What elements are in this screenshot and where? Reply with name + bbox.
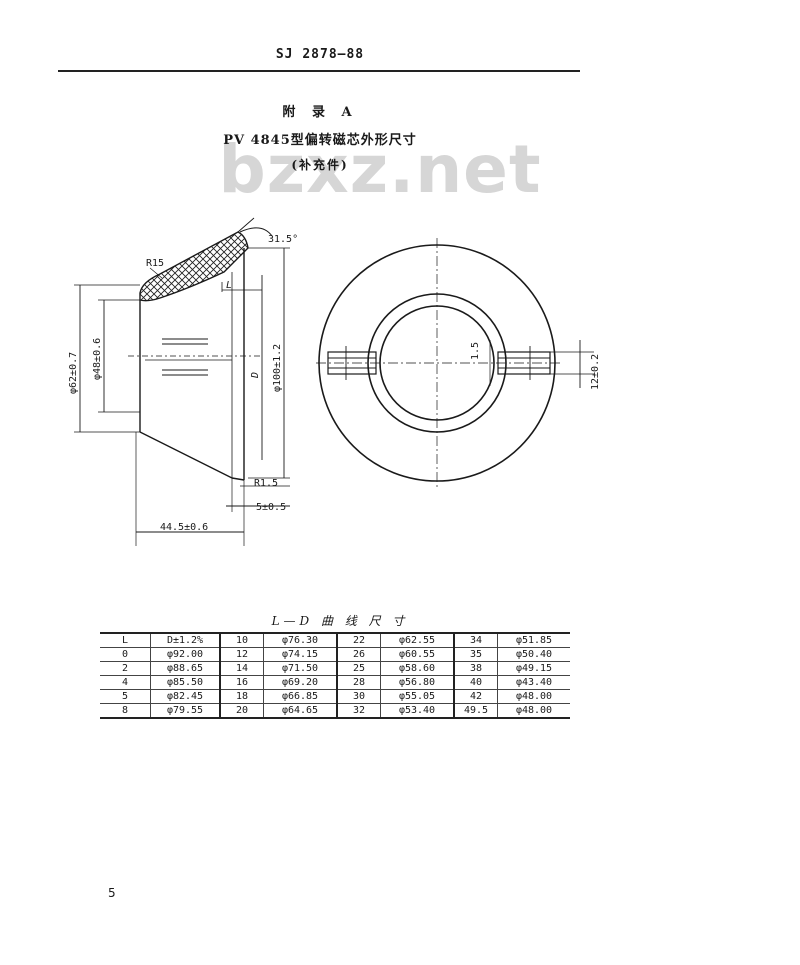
- table-cell: φ69.20: [263, 675, 338, 690]
- side-view-labels: 31.5° R15 L D φ62±0.7 φ48±0.6 φ100±1.2 R…: [68, 234, 298, 533]
- side-view: [74, 217, 290, 546]
- table-cell: 40: [453, 675, 498, 690]
- table-row: 8 φ79.55 20 φ64.65 32 φ53.40 49.5 φ48.00: [100, 703, 570, 718]
- table-cell: 28: [336, 675, 381, 690]
- table-cell: φ82.45: [150, 689, 221, 704]
- table-cell: 38: [453, 661, 498, 676]
- l-label: L: [226, 280, 232, 291]
- length-label: 44.5±0.6: [160, 522, 208, 533]
- table-cell: 18: [219, 689, 264, 704]
- table-cell: 5: [100, 689, 151, 704]
- table-cell: φ79.55: [150, 703, 221, 718]
- table-cell: 32: [336, 703, 381, 718]
- table-cell: 22: [336, 633, 381, 648]
- table-cell: φ51.85: [497, 633, 570, 648]
- table-cell: φ55.05: [380, 689, 455, 704]
- r1-5-label: R1.5: [254, 478, 278, 489]
- table-cell: φ64.65: [263, 703, 338, 718]
- document-subtitle: (补充件): [291, 158, 349, 172]
- table-caption: L—D 曲 线 尺 寸: [271, 614, 409, 628]
- table-cell: 34: [453, 633, 498, 648]
- gap-label: 12±0.2: [590, 354, 601, 390]
- document-title: PV 4845型偏转磁芯外形尺寸: [223, 133, 417, 148]
- table-row: 5 φ82.45 18 φ66.85 30 φ55.05 42 φ48.00: [100, 689, 570, 704]
- phi100-label: φ100±1.2: [272, 344, 283, 392]
- table-cell: D±1.2%: [150, 633, 221, 648]
- r15-label: R15: [146, 258, 164, 269]
- d-label: D: [250, 372, 261, 379]
- table-cell: φ85.50: [150, 675, 221, 690]
- table-cell: φ43.40: [497, 675, 570, 690]
- table-cell: 35: [453, 647, 498, 662]
- phi62-label: φ62±0.7: [68, 352, 79, 394]
- table-cell: φ53.40: [380, 703, 455, 718]
- slot-width-label: 1.5: [470, 342, 481, 360]
- appendix-title: 附 录 A: [282, 105, 358, 120]
- table-cell: φ49.15: [497, 661, 570, 676]
- table-cell: φ48.00: [497, 703, 570, 718]
- table-cell: 49.5: [453, 703, 498, 718]
- table-cell: 8: [100, 703, 151, 718]
- table-cell: 26: [336, 647, 381, 662]
- technical-drawing: 31.5° R15 L D φ62±0.7 φ48±0.6 φ100±1.2 R…: [68, 217, 601, 546]
- angle-label: 31.5°: [268, 234, 298, 245]
- table-cell: 16: [219, 675, 264, 690]
- table-cell: φ62.55: [380, 633, 455, 648]
- hatched-section: [139, 231, 249, 302]
- table-row: 2 φ88.65 14 φ71.50 25 φ58.60 38 φ49.15: [100, 661, 570, 676]
- table-cell: 2: [100, 661, 151, 676]
- table-cell: φ92.00: [150, 647, 221, 662]
- table-row: 0 φ92.00 12 φ74.15 26 φ60.55 35 φ50.40: [100, 647, 570, 662]
- table-cell: φ56.80: [380, 675, 455, 690]
- table-cell: 25: [336, 661, 381, 676]
- table-cell: 0: [100, 647, 151, 662]
- table-cell: φ60.55: [380, 647, 455, 662]
- table-cell: φ58.60: [380, 661, 455, 676]
- table-cell: L: [100, 633, 151, 648]
- five-label: 5±0.5: [256, 502, 286, 513]
- table-cell: φ74.15: [263, 647, 338, 662]
- table-cell: 30: [336, 689, 381, 704]
- table-cell: φ71.50: [263, 661, 338, 676]
- standard-code: SJ 2878—88: [275, 47, 365, 62]
- table-cell: φ76.30: [263, 633, 338, 648]
- table-cell: φ50.40: [497, 647, 570, 662]
- table-cell: 4: [100, 675, 151, 690]
- table-cell: φ88.65: [150, 661, 221, 676]
- table-cell: 12: [219, 647, 264, 662]
- header-rule: [58, 70, 580, 72]
- watermark: bzxz.net: [218, 131, 542, 208]
- table-cell: 10: [219, 633, 264, 648]
- front-view: [316, 238, 594, 488]
- ld-curve-table: L D±1.2% 10 φ76.30 22 φ62.55 34 φ51.85 0…: [100, 632, 570, 719]
- table-row: L D±1.2% 10 φ76.30 22 φ62.55 34 φ51.85: [100, 633, 570, 648]
- table-cell: φ48.00: [497, 689, 570, 704]
- table-row: 4 φ85.50 16 φ69.20 28 φ56.80 40 φ43.40: [100, 675, 570, 690]
- table-cell: φ66.85: [263, 689, 338, 704]
- table-cell: 14: [219, 661, 264, 676]
- table-cell: 42: [453, 689, 498, 704]
- phi48-label: φ48±0.6: [92, 338, 103, 380]
- page-number: 5: [108, 886, 116, 900]
- table-cell: 20: [219, 703, 264, 718]
